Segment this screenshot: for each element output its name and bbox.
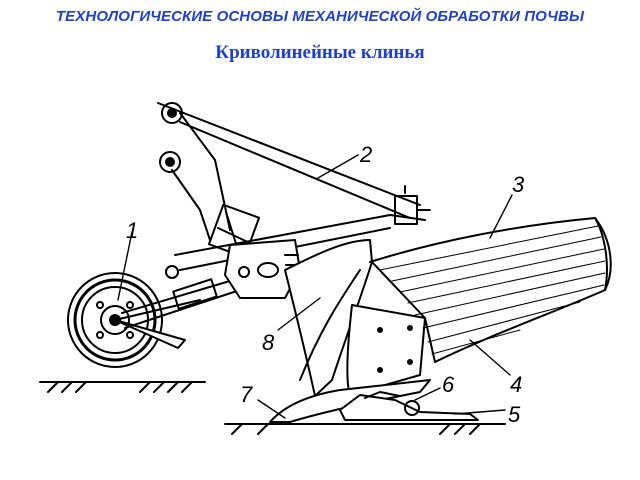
callout-5-label: 5: [508, 402, 521, 427]
callout-4-label: 4: [510, 372, 522, 397]
ground-surface-left: [39, 381, 206, 393]
callout-7-label: 7: [240, 382, 253, 407]
callout-2-label: 2: [359, 142, 372, 167]
ground-surface-right: [224, 423, 506, 435]
callout-1-label: 1: [126, 218, 138, 243]
frame-beam: [157, 102, 431, 279]
callout-6-label: 6: [442, 372, 455, 397]
callout-leaders: [117, 154, 513, 419]
callout-3-label: 3: [512, 172, 525, 197]
plough-share: [269, 379, 431, 423]
section-title: ТЕХНОЛОГИЧЕСКИЕ ОСНОВЫ МЕХАНИЧЕСКОЙ ОБРА…: [55, 8, 585, 25]
cylindrical-moldboard: [369, 217, 612, 363]
landside-skid: [339, 391, 479, 421]
callout-8-label: 8: [262, 330, 275, 355]
slide-subtitle: Криволинейные клинья: [215, 42, 425, 63]
support-wheel: [67, 272, 241, 368]
